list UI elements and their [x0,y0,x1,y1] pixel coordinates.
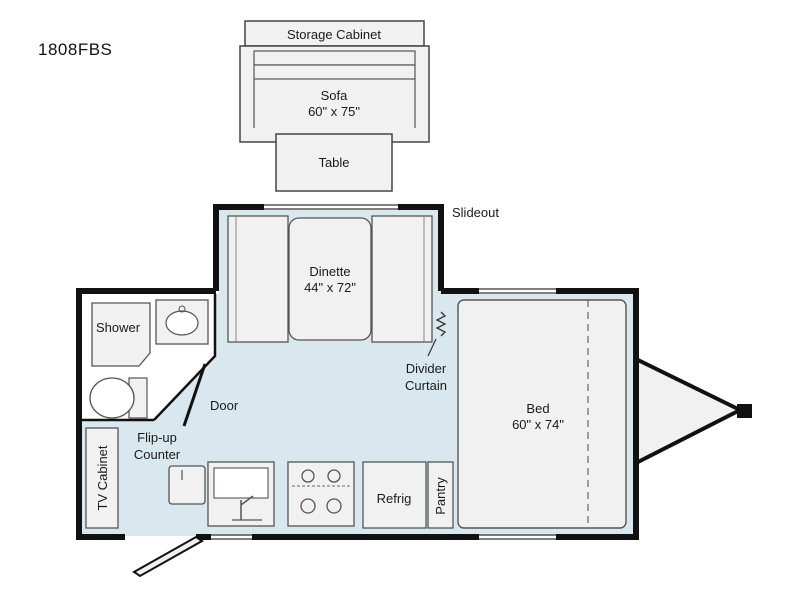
windows [211,204,556,540]
storage-cabinet-label: Storage Cabinet [287,27,381,42]
table [275,133,393,192]
entry-door[interactable] [132,535,204,578]
bathroom: Shower [82,294,217,427]
divider-curtain [435,311,447,337]
galley: Refrig Pantry [168,461,454,529]
shower [91,302,151,367]
slideout-label: Slideout [452,205,499,220]
tv-cabinet-label: TV Cabinet [95,445,110,510]
bed: Bed 60" x 74" [457,299,627,529]
dinette: Dinette 44" x 72" [227,215,433,343]
pantry [427,461,454,529]
walls [76,204,639,540]
table-label: Table [318,155,349,170]
divider-curtain-label-1: Divider [406,361,447,376]
flip-up-counter-label-1: Flip-up [137,430,177,445]
bed-size-label: 60" x 74" [512,417,564,432]
stove [287,461,355,527]
dinette-size-label: 44" x 72" [304,280,356,295]
storage-cabinet [244,20,425,47]
sofa-seat [253,64,416,80]
shower-label: Shower [96,320,141,335]
refrigerator [362,461,427,529]
door-label: Door [210,398,239,413]
hitch [637,358,752,464]
bed-label: Bed [526,401,549,416]
sofa-size-label: 60" x 75" [308,104,360,119]
sofa-label: Sofa [321,88,349,103]
bath-door[interactable] [182,363,207,427]
pantry-label: Pantry [433,477,448,515]
flip-up-counter[interactable] [168,465,206,505]
model-name: 1808FBS [38,40,113,59]
sofa-back [253,50,416,66]
toilet [89,377,148,419]
flip-up-counter-label-2: Counter [134,447,181,462]
refrig-label: Refrig [377,491,412,506]
tv-cabinet [85,427,119,529]
dinette-label: Dinette [309,264,350,279]
divider-curtain-label-2: Curtain [405,378,447,393]
exterior-furniture: Storage Cabinet Sofa 60" x 75" Table [239,20,430,192]
